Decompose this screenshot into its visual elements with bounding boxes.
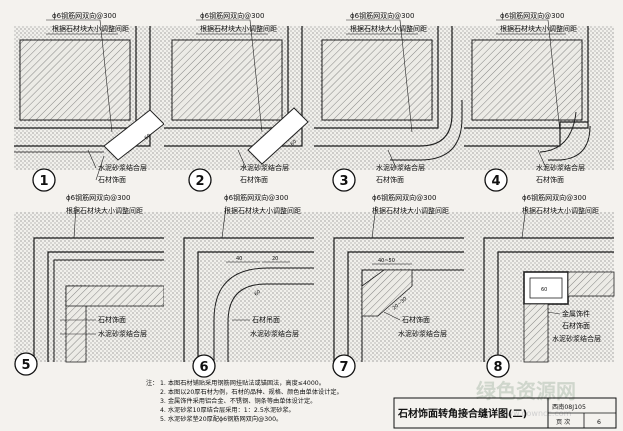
detail-4-mesh-label: ϕ6钢筋网双向@300 — [500, 11, 564, 20]
detail-5-mesh-label: ϕ6钢筋网双向@300 — [66, 193, 130, 202]
svg-text:6: 6 — [199, 360, 208, 375]
detail-8-metal-label: 金属饰件 — [562, 309, 590, 318]
leader-lines — [46, 19, 566, 335]
drawing-code: 西南08J105 — [552, 403, 586, 411]
watermark-url: www.downcc.com — [500, 409, 572, 418]
title-block: 石材饰面转角接合缝详图(二) 西南08J105 页 次 6 — [393, 397, 617, 429]
detail-6-drawing — [164, 212, 314, 362]
detail-1-stone-label: 石材饰面 — [98, 175, 126, 184]
detail-3-mortar-label: 水泥砂浆结合层 — [376, 163, 425, 172]
detail-7-mesh-label: ϕ6钢筋网双向@300 — [372, 193, 436, 202]
detail-8-mortar-label: 水泥砂浆结合层 — [552, 334, 601, 343]
detail-2-dim-60: 60 — [289, 139, 298, 148]
detail-number-5: 5 — [14, 352, 38, 376]
note-1: 1. 本图石材铺贴采用钢筋网挂贴法或锚固法，高度≤4000。 — [160, 379, 325, 387]
detail-5-stone-label: 石材饰面 — [98, 315, 126, 324]
detail-number-8: 8 — [486, 354, 510, 378]
detail-6-adjust-label: 根据石材块大小调整间距 — [224, 206, 301, 215]
detail-7-adjust-label: 根据石材块大小调整间距 — [372, 206, 449, 215]
detail-5-mortar-label: 水泥砂浆结合层 — [98, 329, 147, 338]
detail-4-stone-label: 石材饰面 — [536, 175, 564, 184]
detail-6-dim-20: 20 — [272, 256, 278, 262]
detail-2-drawing — [164, 26, 314, 170]
detail-number-6: 6 — [192, 354, 216, 378]
svg-text:1: 1 — [39, 174, 48, 189]
detail-6-mortar-label: 水泥砂浆结合层 — [250, 329, 299, 338]
detail-4-mortar-label: 水泥砂浆结合层 — [536, 163, 585, 172]
detail-2-mesh-label: ϕ6钢筋网双向@300 — [200, 11, 264, 20]
page-number: 6 — [597, 419, 601, 426]
detail-7-mortar-label: 水泥砂浆结合层 — [398, 329, 447, 338]
notes-prefix: 注： — [146, 379, 158, 387]
detail-number-7: 7 — [332, 354, 356, 378]
detail-2-adjust-label: 根据石材块大小调整间距 — [200, 24, 277, 33]
detail-8-mesh-label: ϕ6钢筋网双向@300 — [522, 193, 586, 202]
detail-6-stone-label: 石材吊面 — [252, 315, 280, 324]
note-3: 3. 金属饰件采用铝合金、不锈钢、铜条等由单体设计定。 — [160, 397, 316, 405]
detail-7-stone-label: 石材饰面 — [402, 315, 430, 324]
detail-1-adjust-label: 根据石材块大小调整间距 — [52, 24, 129, 33]
detail-6-mesh-label: ϕ6钢筋网双向@300 — [224, 193, 288, 202]
detail-7-drawing — [314, 212, 464, 362]
svg-text:7: 7 — [339, 360, 348, 375]
svg-text:5: 5 — [21, 358, 30, 373]
detail-number-3: 3 — [332, 168, 356, 192]
detail-number-4: 4 — [484, 168, 508, 192]
detail-1-drawing — [14, 26, 165, 170]
detail-5-drawing — [14, 212, 165, 363]
drawing-title: 石材饰面转角接合缝详图(二) — [397, 407, 527, 420]
detail-3-adjust-label: 根据石材块大小调整间距 — [350, 24, 427, 33]
detail-7-dim-40-50: 40~50 — [378, 258, 395, 264]
detail-4-adjust-label: 根据石材块大小调整间距 — [500, 24, 577, 33]
detail-4-drawing — [464, 26, 614, 170]
detail-1-dim-60: 60 — [144, 133, 153, 142]
detail-8-dim-60: 60 — [541, 287, 547, 293]
svg-text:3: 3 — [339, 174, 348, 189]
svg-text:2: 2 — [195, 174, 204, 189]
note-2: 2. 本图以20厚石材为例，石材的品种、规格、颜色由单体设计定。 — [160, 388, 343, 396]
detail-8-adjust-label: 根据石材块大小调整间距 — [522, 206, 599, 215]
detail-8-stone-label: 石材饰面 — [562, 321, 590, 330]
notes-block: 注： 1. 本图石材铺贴采用钢筋网挂贴法或锚固法，高度≤4000。 2. 本图以… — [146, 379, 343, 423]
detail-1-mesh-label: ϕ6钢筋网双向@300 — [52, 11, 116, 20]
svg-text:4: 4 — [491, 174, 500, 189]
detail-8-drawing — [464, 212, 615, 363]
detail-3-drawing — [314, 26, 464, 170]
watermark-text: 绿色资源网 — [476, 379, 576, 403]
note-5: 5. 水泥砂浆垫20厚配ϕ6钢筋网双向@300。 — [160, 415, 282, 423]
detail-1-mortar-label: 水泥砂浆结合层 — [98, 163, 147, 172]
detail-number-2: 2 — [188, 168, 212, 192]
detail-3-mesh-label: ϕ6钢筋网双向@300 — [350, 11, 414, 20]
detail-6-dim-60: 60 — [253, 289, 262, 298]
detail-6-dim-40: 40 — [236, 256, 242, 262]
detail-5-adjust-label: 根据石材块大小调整间距 — [66, 206, 143, 215]
page-label: 页 次 — [556, 418, 570, 426]
detail-number-1: 1 — [32, 168, 56, 192]
svg-text:8: 8 — [493, 360, 502, 375]
detail-2-mortar-label: 水泥砂浆结合层 — [240, 163, 289, 172]
note-4: 4. 水泥砂浆10厚结合层采用：1：2.5水泥砂浆。 — [160, 406, 295, 414]
detail-2-stone-label: 石材饰面 — [240, 175, 268, 184]
detail-3-stone-label: 石材饰面 — [376, 175, 404, 184]
